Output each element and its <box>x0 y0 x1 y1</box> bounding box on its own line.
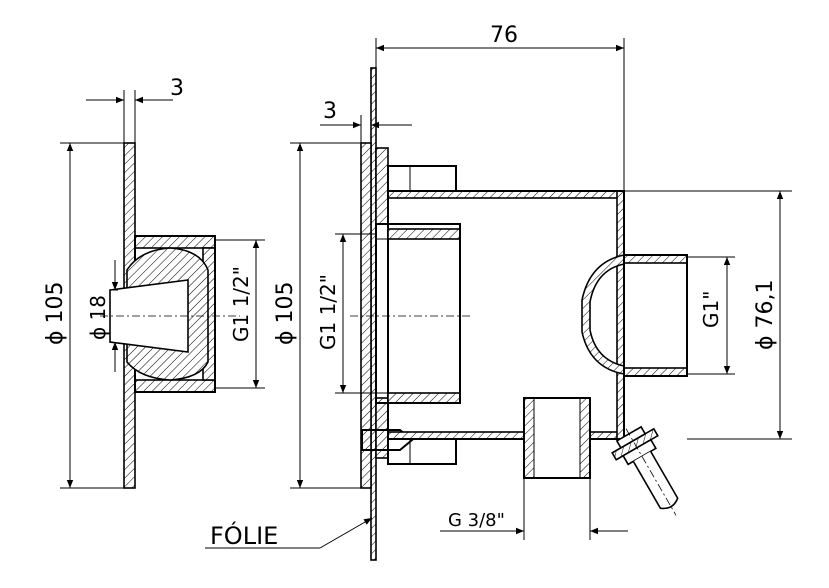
right-diameter-label: ϕ 105 <box>273 282 298 346</box>
left-nut-top <box>134 235 216 249</box>
right-thickness-label: 3 <box>323 99 337 124</box>
foil-label: FÓLIE <box>210 520 278 550</box>
right-view: 76 3 ϕ 105 G1 1/2" G1" ϕ 76,1 G 3/8" <box>205 23 792 561</box>
left-thickness-label: 3 <box>170 76 184 101</box>
left-view: 3 ϕ 105 ϕ 18 G1 1/2" <box>43 76 265 489</box>
sensor-probe <box>611 425 679 516</box>
left-thread-label: G1 1/2" <box>229 266 253 342</box>
left-nut-bottom <box>134 379 216 393</box>
inner-sleeve-bottom <box>387 392 461 404</box>
right-flange-outer <box>360 142 372 489</box>
right-flange-inner <box>375 147 389 225</box>
body-right-wall <box>616 190 625 440</box>
body-top-wall <box>387 190 625 199</box>
pipe-diameter-label: ϕ 76,1 <box>753 280 778 351</box>
left-bore-label: ϕ 18 <box>86 295 110 340</box>
pipe-thread-label: G1" <box>699 291 723 328</box>
right-thread-label: G1 1/2" <box>316 274 340 350</box>
inner-sleeve-top <box>387 228 461 240</box>
outlet-pipe-top <box>623 254 688 264</box>
bottom-thread-label: G 3/8" <box>448 510 505 531</box>
right-length-label: 76 <box>490 23 518 48</box>
outlet-pipe-bottom <box>623 367 688 377</box>
screw-top <box>387 165 457 192</box>
left-diameter-label: ϕ 105 <box>43 282 68 346</box>
